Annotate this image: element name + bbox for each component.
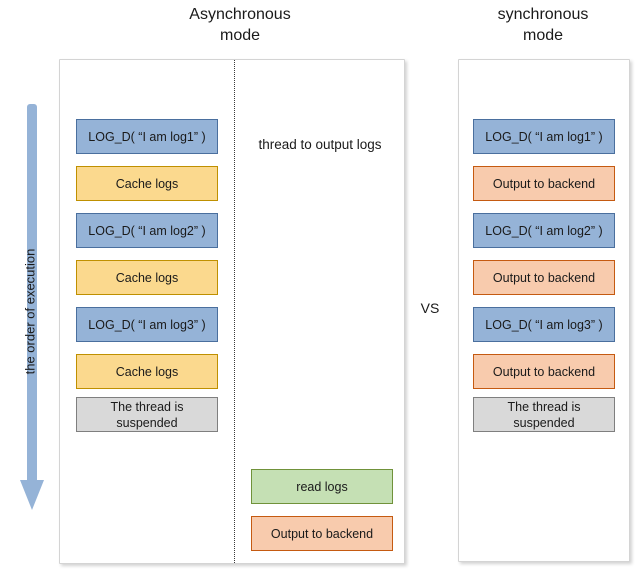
async-mode-panel: user thread thread to output logs LOG_D(… (59, 59, 405, 564)
order-of-execution-arrow-icon: the order of execution (18, 104, 46, 512)
sync-mode-title: synchronous mode (497, 6, 589, 44)
vs-label: VS (420, 300, 440, 316)
sync-step-thread-suspended[interactable]: The thread is suspended (473, 397, 615, 432)
sync-step-output-to-backend-3[interactable]: Output to backend (473, 354, 615, 389)
sync-step-log3[interactable]: LOG_D( “I am log3” ) (473, 307, 615, 342)
async-step-cache-logs-2[interactable]: Cache logs (76, 260, 218, 295)
async-step-read-logs[interactable]: read logs (251, 469, 393, 504)
async-step-output-to-backend[interactable]: Output to backend (251, 516, 393, 551)
sync-step-output-to-backend-1[interactable]: Output to backend (473, 166, 615, 201)
sync-step-log2[interactable]: LOG_D( “I am log2” ) (473, 213, 615, 248)
order-of-execution-label: the order of execution (22, 248, 38, 375)
async-step-log2[interactable]: LOG_D( “I am log2” ) (76, 213, 218, 248)
arrow-shaft (27, 104, 37, 482)
arrow-head (20, 480, 44, 510)
thread-divider (234, 60, 235, 563)
async-step-cache-logs-3[interactable]: Cache logs (76, 354, 218, 389)
async-output-thread-heading: thread to output logs (258, 137, 382, 152)
sync-step-log1[interactable]: LOG_D( “I am log1” ) (473, 119, 615, 154)
async-step-cache-logs-1[interactable]: Cache logs (76, 166, 218, 201)
async-step-log1[interactable]: LOG_D( “I am log1” ) (76, 119, 218, 154)
async-mode-title: Asynchronous mode (189, 6, 291, 44)
async-step-thread-suspended[interactable]: The thread is suspended (76, 397, 218, 432)
sync-step-output-to-backend-2[interactable]: Output to backend (473, 260, 615, 295)
async-step-log3[interactable]: LOG_D( “I am log3” ) (76, 307, 218, 342)
sync-mode-panel: user thread LOG_D( “I am log1” ) Output … (458, 59, 630, 562)
